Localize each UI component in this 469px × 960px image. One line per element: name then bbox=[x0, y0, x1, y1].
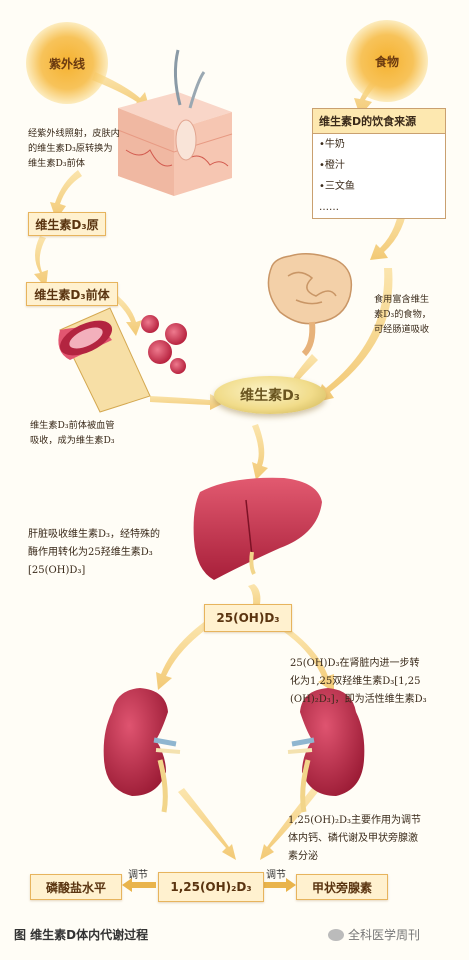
regulation-arrows bbox=[122, 878, 296, 892]
regulate-right-label: 调节 bbox=[266, 870, 286, 881]
food-sources-box: 维生素D的饮食来源 •牛奶 •橙汁 •三文鱼 …… bbox=[312, 108, 446, 219]
box-phosphate: 磷酸盐水平 bbox=[30, 874, 122, 900]
box-pth: 甲状旁腺素 bbox=[296, 874, 388, 900]
kidney-right-illustration bbox=[287, 688, 365, 813]
arrow-vessel-d3 bbox=[150, 394, 226, 410]
food-source: 食物 bbox=[346, 20, 428, 102]
food-item-more: …… bbox=[319, 202, 339, 213]
figure-caption: 图 维生素D体内代谢过程 bbox=[14, 928, 149, 942]
arrow-pre-vessel bbox=[114, 296, 142, 336]
note-gut: 食用富含维生 素D₃的食物， 可经肠道吸收 bbox=[374, 294, 431, 335]
note-effect: 1,25(OH)₂D₃主要作用为调节 体内钙、磷代谢及甲状旁腺激 素分泌 bbox=[288, 815, 422, 862]
box-d3-pro: 维生素D₃原 bbox=[28, 212, 106, 236]
arrow-25oh-kidney-left bbox=[156, 622, 208, 690]
note-kidney: 25(OH)D₃在肾脏内进一步转 化为1,25双羟维生素D₃[1,25 (OH)… bbox=[290, 658, 427, 705]
intestine-illustration bbox=[267, 253, 353, 357]
food-sources-title: 维生素D的饮食来源 bbox=[313, 109, 445, 134]
skin-illustration bbox=[117, 49, 233, 196]
regulate-left-label: 调节 bbox=[128, 870, 148, 881]
liver-illustration bbox=[193, 477, 322, 580]
box-d3-pre: 维生素D₃前体 bbox=[26, 282, 118, 306]
note-skin: 经紫外线照射，皮肤内 的维生素D₃原转换为 维生素D₃前体 bbox=[28, 128, 120, 169]
watermark-text: 全科医学周刊 bbox=[348, 928, 421, 942]
arrow-kidney-left-125 bbox=[178, 788, 236, 860]
blood-vessel-illustration bbox=[58, 307, 187, 413]
food-label: 食物 bbox=[374, 54, 399, 69]
uv-label: 紫外线 bbox=[48, 56, 85, 71]
uv-source: 紫外线 bbox=[26, 22, 108, 104]
kidney-left-illustration bbox=[103, 688, 181, 813]
box-25oh-d3: 25(OH)D₃ bbox=[204, 604, 292, 632]
note-liver: 肝脏吸收维生素D₃，经特殊的 酶作用转化为25羟维生素D₃ [25(OH)D₃] bbox=[28, 529, 161, 576]
box-125oh2-d3: 1,25(OH)₂D₃ bbox=[158, 872, 264, 902]
arrow-pro-pre bbox=[34, 236, 48, 288]
food-item-orange-juice: •橙汁 bbox=[319, 160, 345, 171]
arrow-skin-pro bbox=[50, 170, 82, 220]
watermark: 全科医学周刊 bbox=[328, 926, 420, 943]
food-item-milk: •牛奶 bbox=[319, 139, 345, 150]
arrow-d3-liver bbox=[252, 424, 268, 480]
food-item-salmon: •三文鱼 bbox=[319, 181, 355, 192]
vitamin-d3-capsule: 维生素D₃ bbox=[214, 376, 326, 414]
note-blood: 维生素D₃前体被血管 吸收，成为维生素D₃ bbox=[30, 420, 115, 446]
wechat-icon bbox=[328, 928, 344, 941]
arrow-25oh-kidney-right bbox=[284, 628, 334, 692]
arrow-uv-skin bbox=[92, 72, 150, 110]
